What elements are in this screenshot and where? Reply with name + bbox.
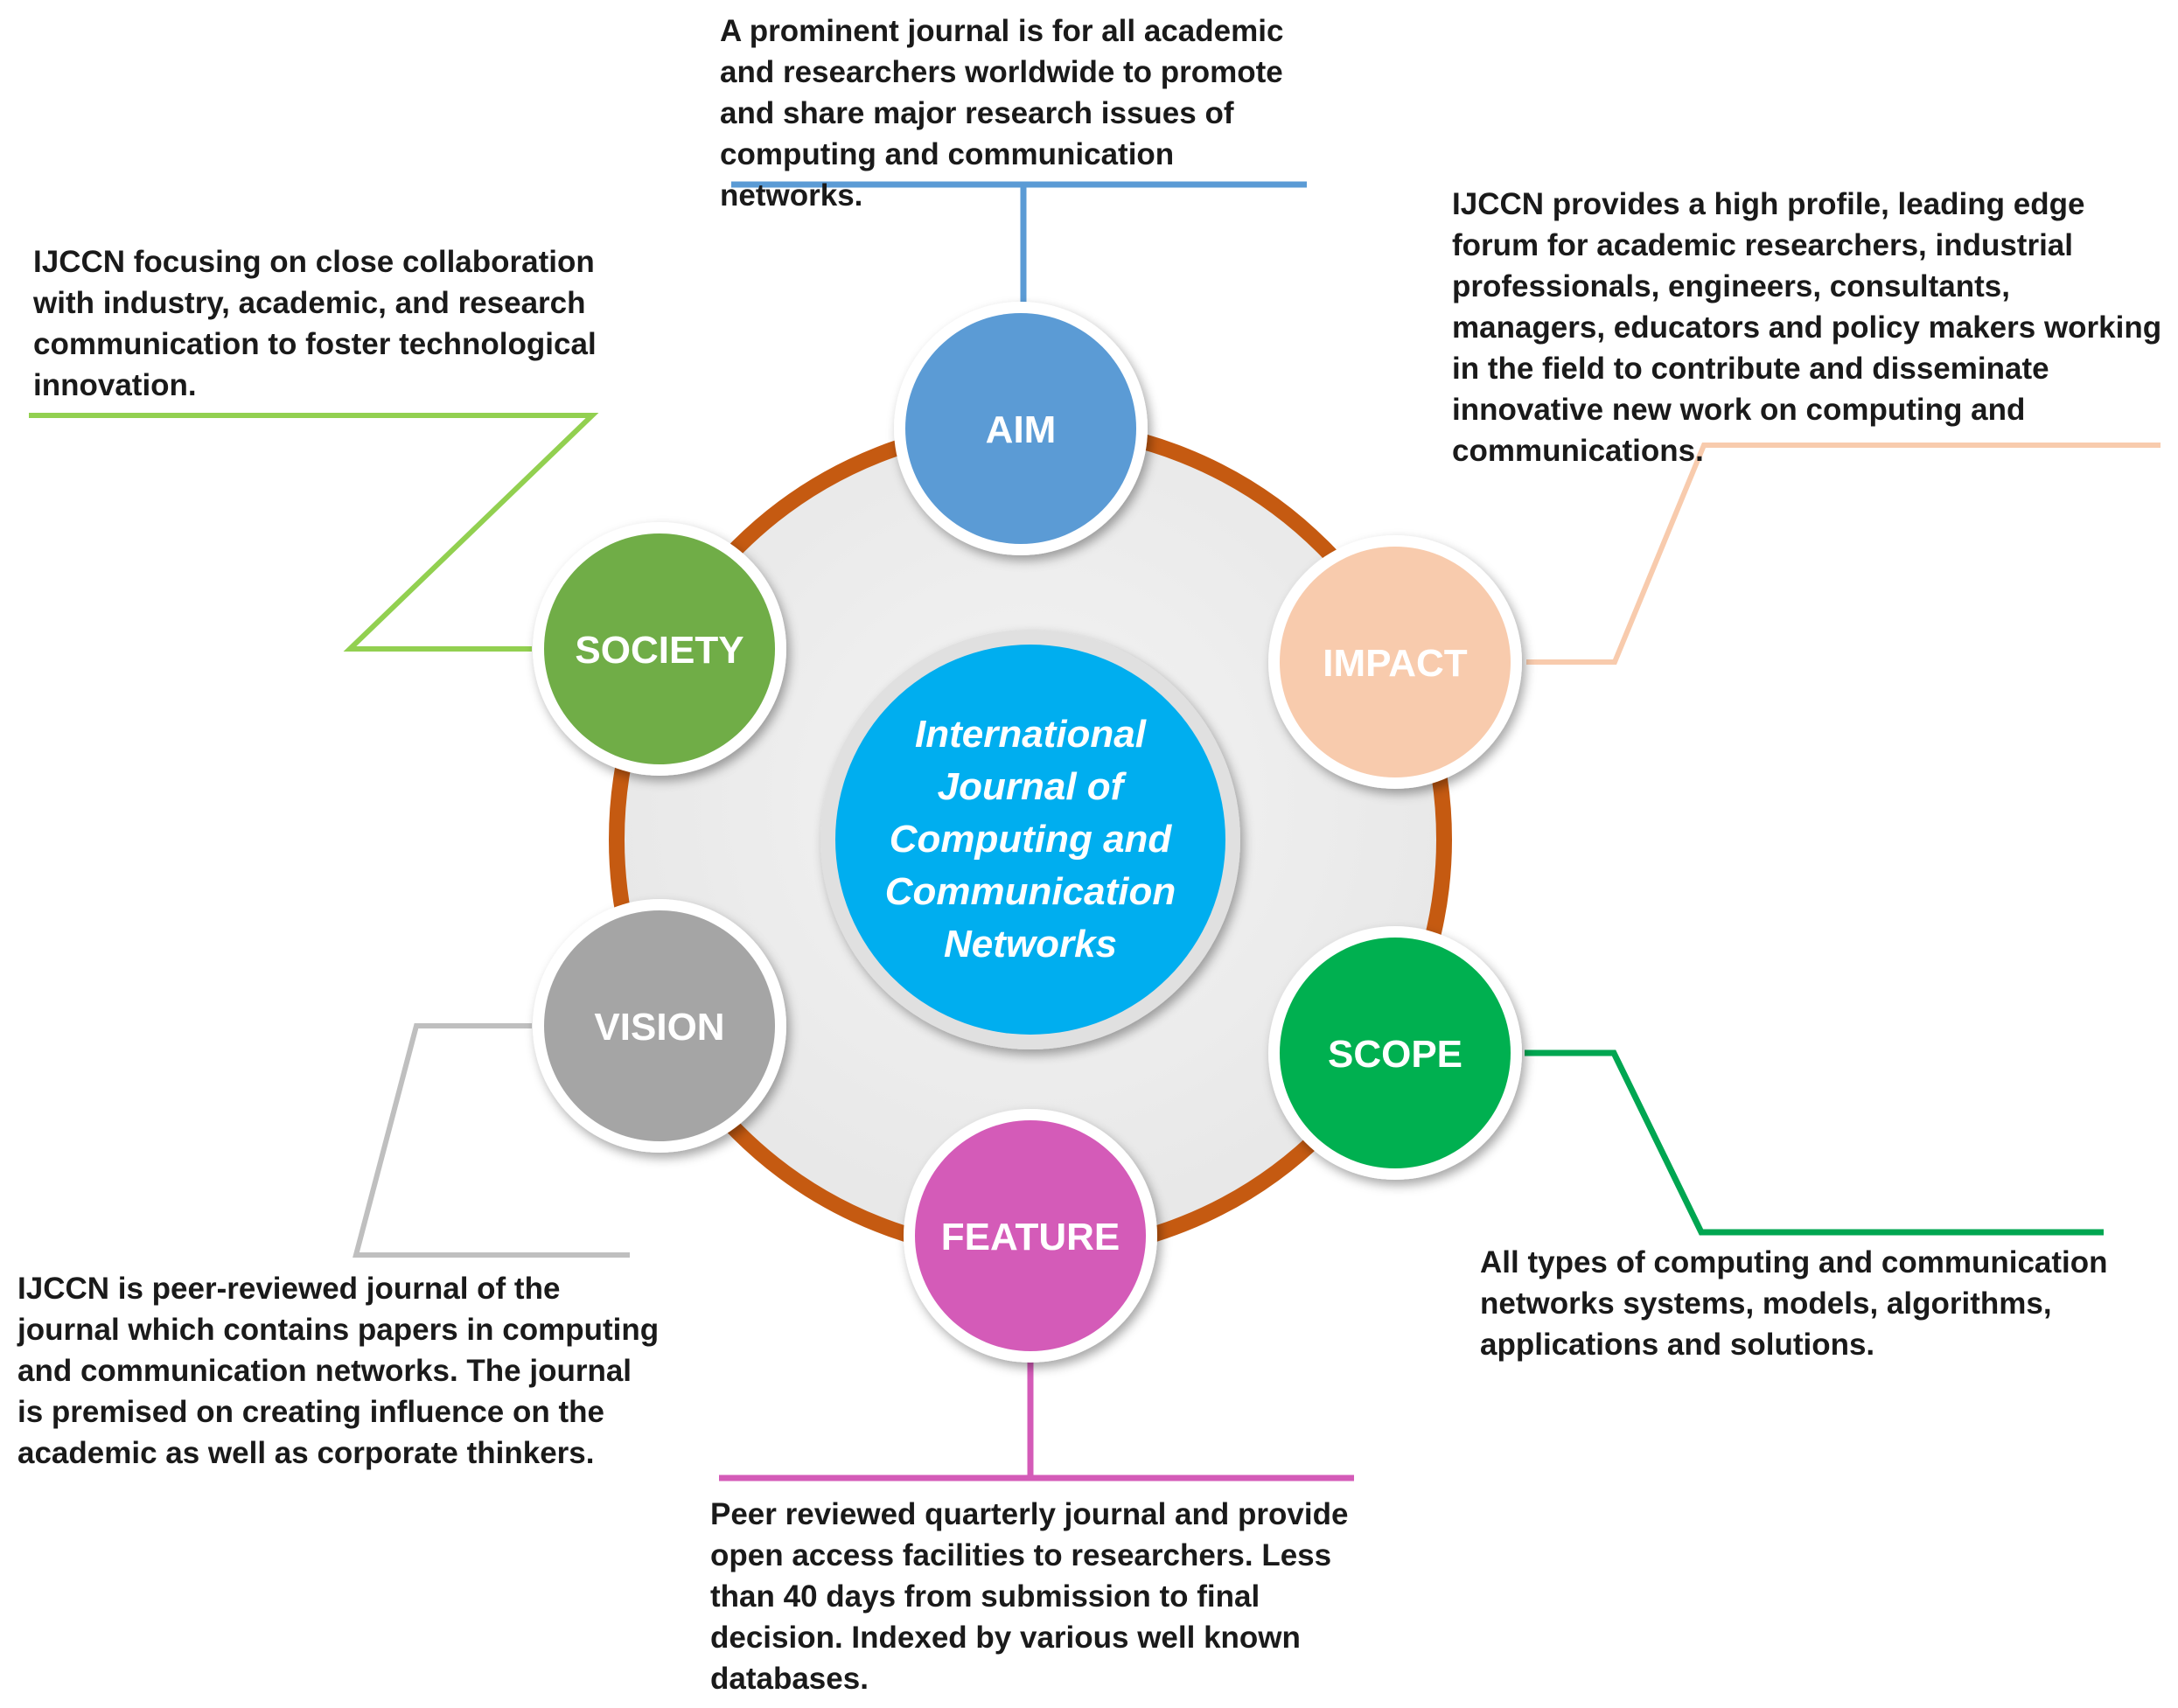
node-scope: SCOPE [1268,926,1522,1180]
center-title-line-1: International [915,713,1147,756]
center-title-line-3: Computing and [890,818,1173,861]
impact-description: IJCCN provides a high profile, leading e… [1452,187,2162,468]
vision-description: IJCCN is peer-reviewed journal of the jo… [17,1272,660,1470]
connector-scope [1525,1049,2104,1236]
node-impact-label: IMPACT [1323,642,1468,685]
node-society: SOCIETY [533,522,786,776]
connector-vision [353,1023,630,1258]
node-aim-label: AIM [986,408,1057,451]
node-feature: FEATURE [904,1109,1157,1363]
node-aim: AIM [894,302,1148,555]
node-scope-label: SCOPE [1328,1033,1462,1076]
center-title-line-4: Communication [885,870,1176,913]
node-vision: VISION [533,899,786,1153]
node-society-label: SOCIETY [575,629,743,672]
society-description: IJCCN focusing on close collaboration wi… [33,245,597,402]
connector-society [29,413,599,652]
center-node: International Journal of Computing and C… [820,630,1240,1049]
node-impact: IMPACT [1268,535,1522,789]
scope-description: All types of computing and communication… [1480,1245,2108,1362]
connector-aim [731,181,1307,306]
center-title-line-5: Networks [944,923,1117,966]
connector-impact [1526,443,2161,665]
aim-description: A prominent journal is for all academic … [720,14,1284,213]
node-vision-label: VISION [594,1006,724,1049]
feature-description: Peer reviewed quarterly journal and prov… [710,1497,1349,1696]
node-feature-label: FEATURE [941,1216,1120,1258]
center-title-line-2: Journal of [938,765,1127,808]
